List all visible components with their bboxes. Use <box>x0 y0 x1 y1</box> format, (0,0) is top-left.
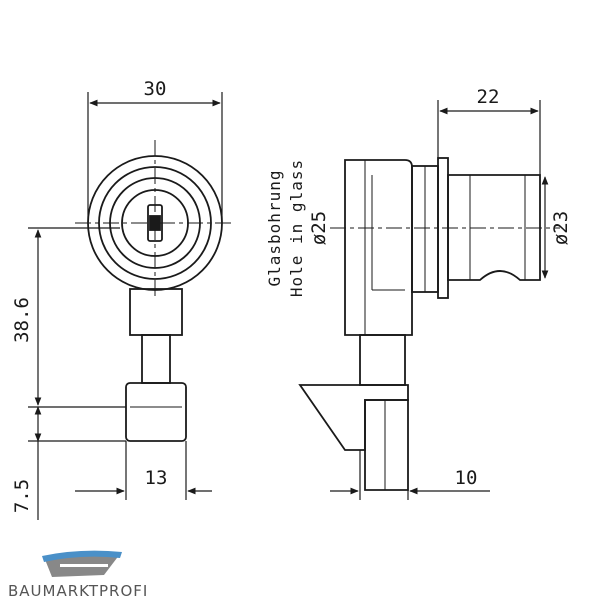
dim-22: 22 <box>477 86 500 108</box>
dim-dia-25: ø25 <box>308 211 330 245</box>
dim-38-6: 38.6 <box>11 297 33 343</box>
dim-dia-23: ø23 <box>550 211 572 245</box>
brand-name: BAUMARKTPROFI <box>8 582 149 600</box>
dimension-lines <box>28 92 549 520</box>
hole-label-de: Glasbohrung <box>265 170 284 287</box>
dim-30: 30 <box>144 78 167 100</box>
dim-7-5: 7.5 <box>11 479 33 513</box>
side-view <box>298 157 541 491</box>
brand-logo <box>42 550 122 577</box>
hole-label-en: Hole in glass <box>287 159 306 297</box>
centerlines <box>75 140 560 300</box>
dim-10: 10 <box>455 467 478 489</box>
dim-13: 13 <box>145 467 168 489</box>
